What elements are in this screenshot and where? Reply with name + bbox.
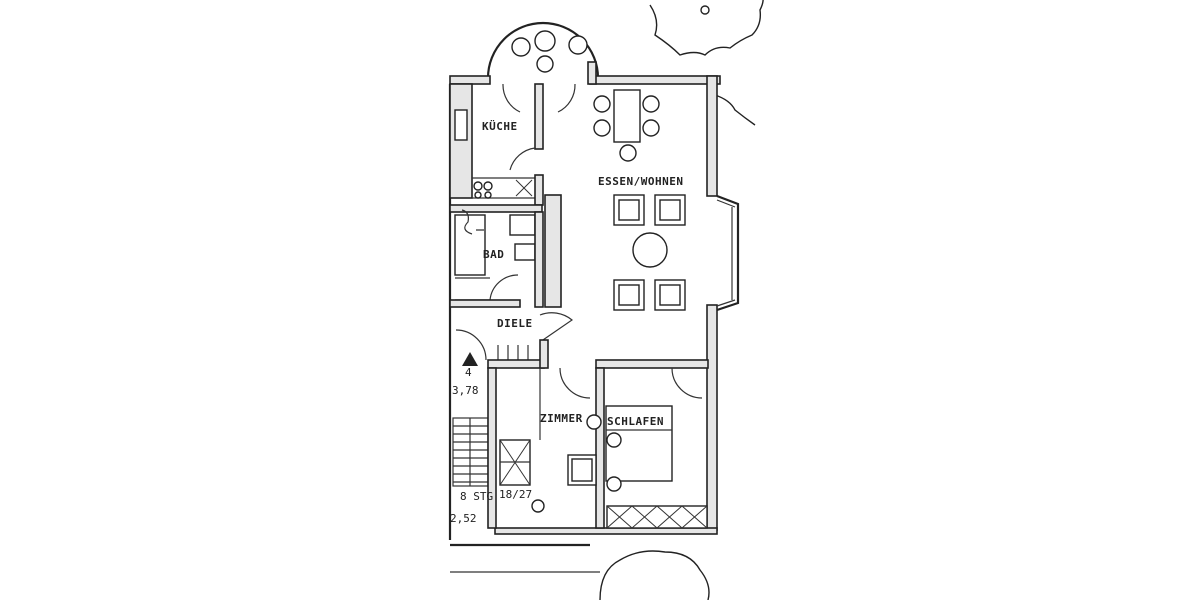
elevation-top: 3,78 xyxy=(452,384,479,397)
kitchen xyxy=(449,83,576,206)
elevation-bottom: 2,52 xyxy=(450,512,477,525)
exterior-walls xyxy=(448,61,740,573)
label-bath: BAD xyxy=(483,248,504,261)
living-seating xyxy=(613,194,686,311)
label-hall: DIELE xyxy=(497,317,533,330)
label-kitchen: KÜCHE xyxy=(482,119,518,133)
label-room: ZIMMER xyxy=(540,412,583,425)
room-schlafen xyxy=(605,367,708,529)
bath xyxy=(449,194,562,308)
label-bedroom: SCHLAFEN xyxy=(607,415,664,428)
label-dining-living: ESSEN/WOHNEN xyxy=(598,175,683,188)
level-mark: 4 xyxy=(465,366,472,379)
tree-top-right xyxy=(649,0,764,126)
stair-ratio: 18/27 xyxy=(499,488,532,501)
staircase xyxy=(452,417,489,487)
hall xyxy=(455,312,573,369)
tree-bottom xyxy=(599,550,710,600)
room-zimmer xyxy=(487,359,709,529)
dining-table xyxy=(593,89,660,162)
stairs-steps: 8 STG xyxy=(460,490,493,503)
round-balcony xyxy=(486,21,600,79)
